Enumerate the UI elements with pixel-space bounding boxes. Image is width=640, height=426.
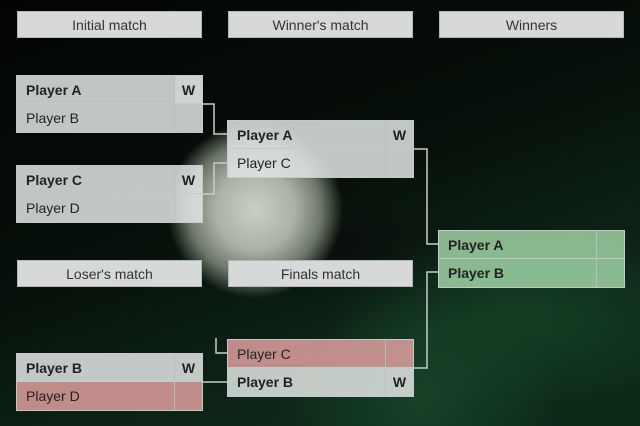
player-name: Player A: [26, 81, 82, 98]
header-winners: Winners: [439, 11, 624, 38]
player-name: Player A: [237, 126, 293, 143]
player-slot[interactable]: Player B W: [16, 353, 203, 382]
win-marker: [596, 231, 624, 258]
player-slot[interactable]: Player C: [227, 149, 414, 178]
initial-match-1[interactable]: Player A W Player B: [16, 75, 203, 133]
player-slot[interactable]: Player C: [227, 339, 414, 368]
player-name: Player C: [237, 155, 291, 171]
player-name: Player B: [237, 374, 294, 390]
win-marker: W: [174, 166, 202, 193]
win-marker: W: [174, 76, 202, 103]
winners-match[interactable]: Player A W Player C: [227, 120, 414, 178]
win-marker: [385, 340, 413, 367]
losers-match[interactable]: Player B W Player D: [16, 353, 203, 411]
player-name: Player C: [26, 171, 83, 188]
header-losers-match: Loser's match: [17, 260, 202, 287]
winners-result[interactable]: Player A Player B: [438, 230, 625, 288]
header-finals-match: Finals match: [228, 260, 413, 287]
player-slot[interactable]: Player D: [16, 382, 203, 411]
win-marker: [174, 104, 202, 132]
player-slot[interactable]: Player B W: [227, 368, 414, 397]
player-slot[interactable]: Player A W: [16, 75, 203, 104]
player-name: Player A: [448, 236, 504, 253]
win-marker: W: [385, 368, 413, 396]
player-slot[interactable]: Player A W: [227, 120, 414, 149]
header-initial-match: Initial match: [17, 11, 202, 38]
player-name: Player B: [448, 265, 505, 281]
finals-match[interactable]: Player C Player B W: [227, 339, 414, 397]
win-marker: [174, 382, 202, 410]
win-marker: [596, 259, 624, 287]
player-name: Player B: [26, 110, 79, 126]
player-slot[interactable]: Player B: [438, 259, 625, 288]
win-marker: W: [174, 354, 202, 381]
player-slot[interactable]: Player D: [16, 194, 203, 223]
player-name: Player D: [26, 388, 80, 404]
win-marker: [174, 194, 202, 222]
player-slot[interactable]: Player C W: [16, 165, 203, 194]
header-winners-match: Winner's match: [228, 11, 413, 38]
initial-match-2[interactable]: Player C W Player D: [16, 165, 203, 223]
player-slot[interactable]: Player A: [438, 230, 625, 259]
player-name: Player C: [237, 345, 291, 362]
win-marker: W: [385, 121, 413, 148]
win-marker: [385, 149, 413, 177]
player-name: Player D: [26, 200, 80, 216]
player-name: Player B: [26, 359, 83, 376]
player-slot[interactable]: Player B: [16, 104, 203, 133]
